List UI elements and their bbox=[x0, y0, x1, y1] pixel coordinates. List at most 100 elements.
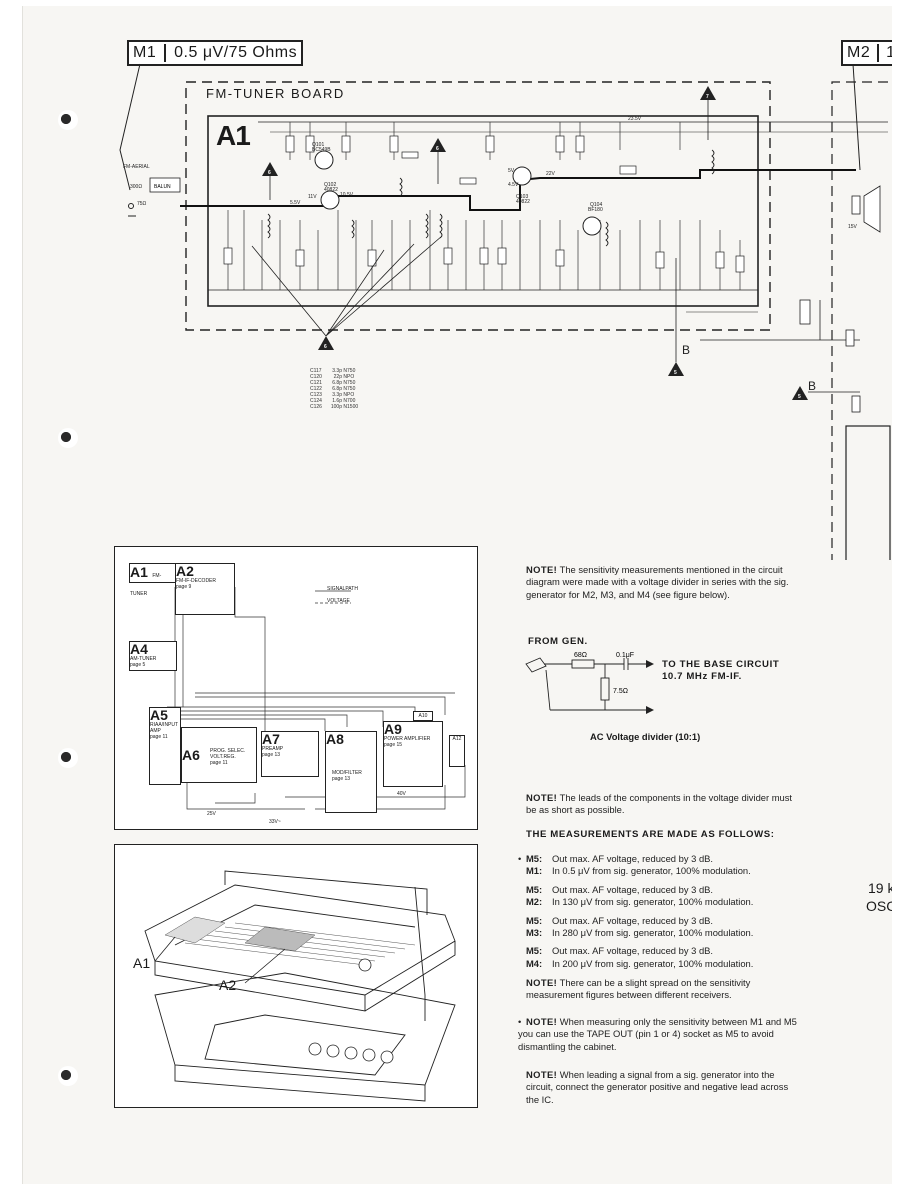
measure-text: In 0.5 μV from sig. generator, 100% modu… bbox=[552, 865, 751, 877]
from-gen-label: FROM GEN. bbox=[528, 636, 588, 647]
note-sensitivity: NOTE! The sensitivity measurements menti… bbox=[526, 564, 798, 601]
measure-id: M3: bbox=[526, 927, 543, 939]
block-id: A9 bbox=[384, 721, 402, 737]
m1-value: 0.5 μV/75 Ohms bbox=[174, 44, 298, 61]
q103-label: Q103 bbox=[516, 194, 528, 200]
rail-10-5v: 10.5V bbox=[340, 192, 354, 198]
balun-label: BALUN bbox=[154, 184, 171, 190]
cabinet-panel: A1 A2 bbox=[114, 844, 478, 1108]
note-label: NOTE! bbox=[526, 564, 558, 575]
m2-id: M2 bbox=[847, 44, 871, 61]
callout-number: 6 bbox=[268, 170, 271, 176]
cabinet-drawing bbox=[144, 870, 456, 1102]
callout-number: 5 bbox=[674, 370, 677, 376]
marker-b: B bbox=[682, 343, 690, 357]
q101-type: BC549B bbox=[312, 147, 331, 153]
block-id: A5 bbox=[150, 707, 168, 723]
rail-5v: 5V bbox=[508, 168, 515, 174]
measure-text: In 280 μV from sig. generator, 100% modu… bbox=[552, 927, 754, 939]
triangle-callout bbox=[262, 162, 278, 176]
block-a9: A9 POWER AMPLIFIER page 15 bbox=[383, 721, 443, 787]
block-id: A4 bbox=[130, 641, 148, 657]
measurement-item: M5:Out max. AF voltage, reduced by 3 dB.… bbox=[518, 945, 753, 970]
measure-text: Out max. AF voltage, reduced by 3 dB. bbox=[552, 853, 714, 864]
block-page: page 11 bbox=[150, 734, 168, 740]
block-diagram-panel: SIGNALPATH VOLTAGE A1 FM-TUNER A2 FM-IF-… bbox=[114, 546, 478, 830]
block-name: POWER AMPLIFIER bbox=[384, 736, 431, 742]
block-a8: A8 MOD/FILTER page 13 bbox=[325, 731, 377, 813]
right-edge-text-2: OSC bbox=[866, 898, 897, 914]
imp300-label: 300Ω bbox=[130, 184, 142, 190]
block-a5: A5 RIAA/INPUT AMP page 11 bbox=[149, 707, 181, 785]
block-page: page 5 bbox=[130, 662, 146, 668]
block-name: MOD/FILTER bbox=[332, 770, 362, 776]
measure-text: In 200 μV from sig. generator, 100% modu… bbox=[552, 957, 754, 969]
cabinet-label-a1: A1 bbox=[133, 955, 151, 971]
measurement-list: •M5:Out max. AF voltage, reduced by 3 dB… bbox=[518, 853, 753, 976]
triangle-callout bbox=[668, 362, 684, 376]
measurements-heading: THE MEASUREMENTS ARE MADE AS FOLLOWS: bbox=[526, 829, 775, 840]
block-page: page 9 bbox=[176, 584, 192, 590]
voltage-25v: 25V bbox=[207, 811, 216, 817]
note-generator-text: When leading a signal from a sig. genera… bbox=[526, 1069, 789, 1105]
block-name: FM-IF-DECODER bbox=[176, 578, 216, 584]
measure-id: M5: bbox=[526, 945, 543, 957]
measure-text: Out max. AF voltage, reduced by 3 dB. bbox=[552, 883, 714, 895]
punch-hole bbox=[58, 110, 78, 130]
board-title: FM-TUNER BOARD bbox=[206, 86, 345, 101]
right-edge-text-1: 19 k bbox=[868, 880, 895, 896]
imp75-label: 75Ω bbox=[137, 201, 147, 207]
voltage-divider-diagram: 68Ω 0.1μF 7.5Ω bbox=[525, 652, 654, 714]
triangle-callout bbox=[700, 86, 716, 100]
block-name: RIAA/INPUT AMP bbox=[150, 722, 178, 734]
measure-text: Out max. AF voltage, reduced by 3 dB. bbox=[552, 914, 714, 926]
punch-hole bbox=[58, 748, 78, 768]
q102-label: Q102 bbox=[324, 182, 336, 188]
note-tape-out-text: When measuring only the sensitivity betw… bbox=[518, 1016, 797, 1052]
triangle-callout bbox=[792, 386, 808, 400]
q103-type: 40822 bbox=[516, 199, 530, 205]
measure-id: M5: bbox=[526, 914, 543, 926]
cap-label: 0.1μF bbox=[616, 652, 634, 659]
measure-id: M5: bbox=[526, 853, 543, 864]
note-label: NOTE! bbox=[526, 1069, 558, 1080]
triangle-callout bbox=[318, 336, 334, 350]
note-generator: NOTE! When leading a signal from a sig. … bbox=[526, 1069, 792, 1106]
block-name: FM-TUNER bbox=[130, 573, 162, 597]
block-page: page 13 bbox=[262, 752, 281, 758]
measurement-item: •M5:Out max. AF voltage, reduced by 3 dB… bbox=[518, 853, 751, 877]
block-a1: A1 FM-TUNER bbox=[129, 563, 177, 597]
callout-number: 5 bbox=[798, 394, 801, 400]
q102-type: 40822 bbox=[324, 187, 338, 193]
block-page: page 11 bbox=[210, 760, 228, 766]
m1-measure-tag: M1 0.5 μV/75 Ohms bbox=[127, 40, 304, 66]
block-page: page 13 bbox=[332, 776, 351, 782]
note-spread: NOTE! There can be a slight spread on th… bbox=[526, 977, 798, 1002]
fm-tuner-schematic: Q101 BC549B Q102 40822 Q103 40822 Q104 B… bbox=[119, 63, 891, 560]
block-a10: A10 bbox=[413, 711, 433, 721]
triangle-callout bbox=[430, 138, 446, 152]
cabinet-label-a2: A2 bbox=[219, 977, 237, 993]
rail-4-5v: 4.5V bbox=[508, 182, 519, 188]
legend-signalpath: SIGNALPATH bbox=[327, 586, 358, 592]
block-id: A2 bbox=[176, 563, 194, 579]
note-label: NOTE! bbox=[526, 792, 558, 803]
block-page: page 15 bbox=[384, 742, 403, 748]
legend-voltage: VOLTAGE bbox=[327, 598, 350, 604]
note-label: NOTE! bbox=[526, 1016, 558, 1027]
block-name: PROG. SELEC. VOLT.REG. bbox=[210, 748, 246, 760]
r2-label: 7.5Ω bbox=[613, 688, 628, 695]
callout-number: 7 bbox=[706, 94, 709, 100]
callout-number: 6 bbox=[436, 146, 439, 152]
rail-15v: 15V bbox=[848, 224, 858, 230]
note-label: NOTE! bbox=[526, 977, 558, 988]
to-base-circuit-label: TO THE BASE CIRCUIT bbox=[662, 659, 780, 670]
voltage-33v: 33V~ bbox=[269, 819, 281, 825]
